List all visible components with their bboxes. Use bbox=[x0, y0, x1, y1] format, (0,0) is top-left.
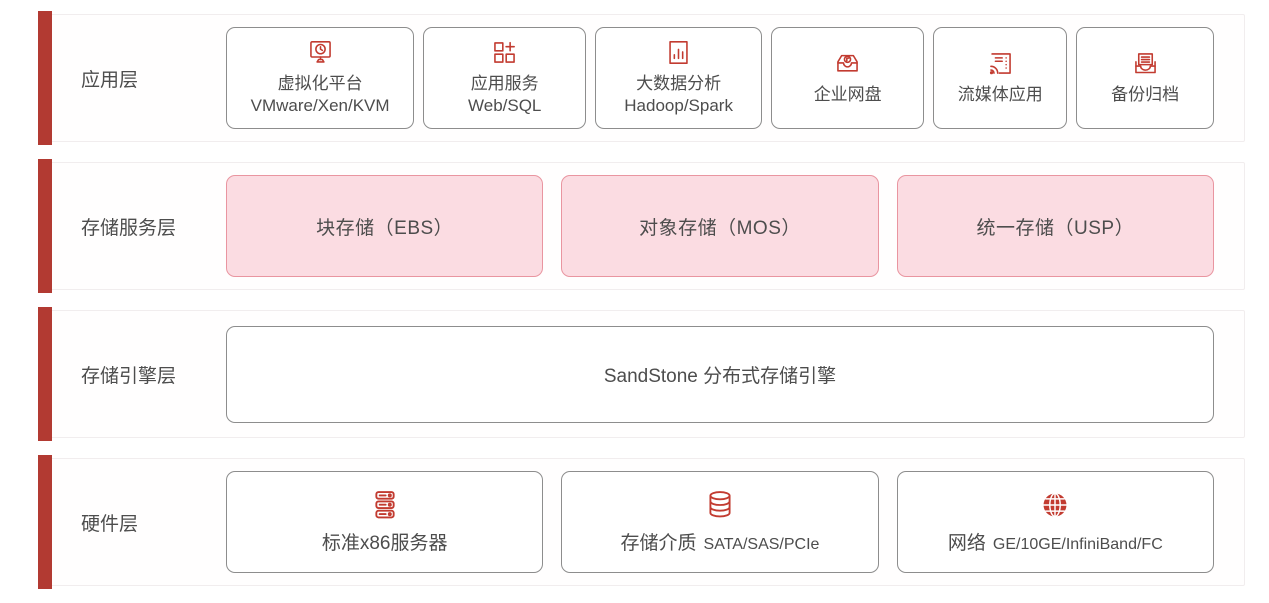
node-sublabel: Hadoop/Spark bbox=[624, 96, 733, 115]
application-nodes: 虚拟化平台 VMware/Xen/KVM 应用服务 Web/SQL bbox=[226, 27, 1244, 129]
node-label: 存储介质 bbox=[620, 533, 697, 554]
node-sublabel: SATA/SAS/PCIe bbox=[703, 536, 820, 553]
node-label: 流媒体应用 bbox=[957, 84, 1043, 104]
node-label: 虚拟化平台 bbox=[277, 73, 363, 93]
node-label: 企业网盘 bbox=[813, 84, 882, 104]
node-label: 网络 bbox=[947, 533, 986, 554]
storage-disks-icon bbox=[704, 489, 736, 521]
server-stack-icon bbox=[369, 489, 401, 521]
layer-accent-bar bbox=[38, 307, 52, 441]
node-unified-storage-usp: 统一存储（USP） bbox=[896, 175, 1214, 277]
layer-label-application: 应用层 bbox=[81, 69, 139, 91]
node-block-storage-ebs: 块存储（EBS） bbox=[226, 175, 544, 277]
node-label: 标准x86服务器 bbox=[321, 533, 448, 554]
layer-label-storage-service: 存储服务层 bbox=[81, 217, 177, 239]
node-storage-media: 存储介质 SATA/SAS/PCIe bbox=[561, 471, 879, 573]
node-sandstone-engine: SandStone 分布式存储引擎 bbox=[226, 325, 1214, 423]
node-label-row: 存储介质 SATA/SAS/PCIe bbox=[621, 528, 820, 555]
node-backup-archive: 备份归档 bbox=[1076, 27, 1214, 129]
node-enterprise-netdisk: 企业网盘 bbox=[771, 27, 925, 129]
network-globe-icon bbox=[1039, 489, 1071, 521]
layer-storage-service: 存储服务层 块存储（EBS） 对象存储（MOS） 统一存储（USP） bbox=[38, 159, 1245, 293]
hardware-nodes: 标准x86服务器 存储介质 SATA/SAS/PCIe bbox=[226, 471, 1244, 573]
secure-inbox-icon bbox=[834, 50, 861, 77]
monitor-clock-icon bbox=[307, 39, 334, 66]
node-label: 大数据分析 bbox=[636, 73, 722, 93]
bar-chart-icon bbox=[665, 39, 692, 66]
node-label: 应用服务 bbox=[470, 73, 539, 93]
storage-service-nodes: 块存储（EBS） 对象存储（MOS） 统一存储（USP） bbox=[226, 175, 1244, 277]
node-x86-server: 标准x86服务器 bbox=[226, 471, 544, 573]
layer-accent-bar bbox=[38, 159, 52, 293]
node-virtualization-platform: 虚拟化平台 VMware/Xen/KVM bbox=[226, 27, 415, 129]
node-label-row: 标准x86服务器 bbox=[322, 528, 448, 555]
layer-application: 应用层 虚拟化平台 VMware/Xen/KVM bbox=[38, 11, 1245, 145]
node-network: 网络 GE/10GE/InfiniBand/FC bbox=[896, 471, 1214, 573]
node-big-data-analytics: 大数据分析 Hadoop/Spark bbox=[595, 27, 763, 129]
layer-storage-engine: 存储引擎层 SandStone 分布式存储引擎 bbox=[38, 307, 1245, 441]
app-modules-plus-icon bbox=[491, 39, 518, 66]
node-streaming-media: 流媒体应用 bbox=[933, 27, 1068, 129]
node-sublabel: VMware/Xen/KVM bbox=[250, 96, 390, 115]
layer-accent-bar bbox=[38, 455, 52, 589]
node-app-service: 应用服务 Web/SQL bbox=[423, 27, 587, 129]
stream-cast-icon bbox=[987, 50, 1014, 77]
layer-hardware: 硬件层 标准x86服务器 bbox=[38, 455, 1245, 589]
node-label-row: 网络 GE/10GE/InfiniBand/FC bbox=[948, 528, 1163, 555]
node-object-storage-mos: 对象存储（MOS） bbox=[561, 175, 879, 277]
layer-label-storage-engine: 存储引擎层 bbox=[81, 365, 177, 387]
node-sublabel: GE/10GE/InfiniBand/FC bbox=[992, 536, 1163, 553]
storage-architecture-diagram: 应用层 虚拟化平台 VMware/Xen/KVM bbox=[38, 11, 1245, 589]
node-sublabel: Web/SQL bbox=[468, 96, 542, 115]
layer-label-hardware: 硬件层 bbox=[81, 513, 139, 535]
node-label: 备份归档 bbox=[1111, 84, 1180, 104]
archive-tray-icon bbox=[1132, 50, 1159, 77]
layer-accent-bar bbox=[38, 11, 52, 145]
storage-engine-nodes: SandStone 分布式存储引擎 bbox=[226, 325, 1244, 423]
